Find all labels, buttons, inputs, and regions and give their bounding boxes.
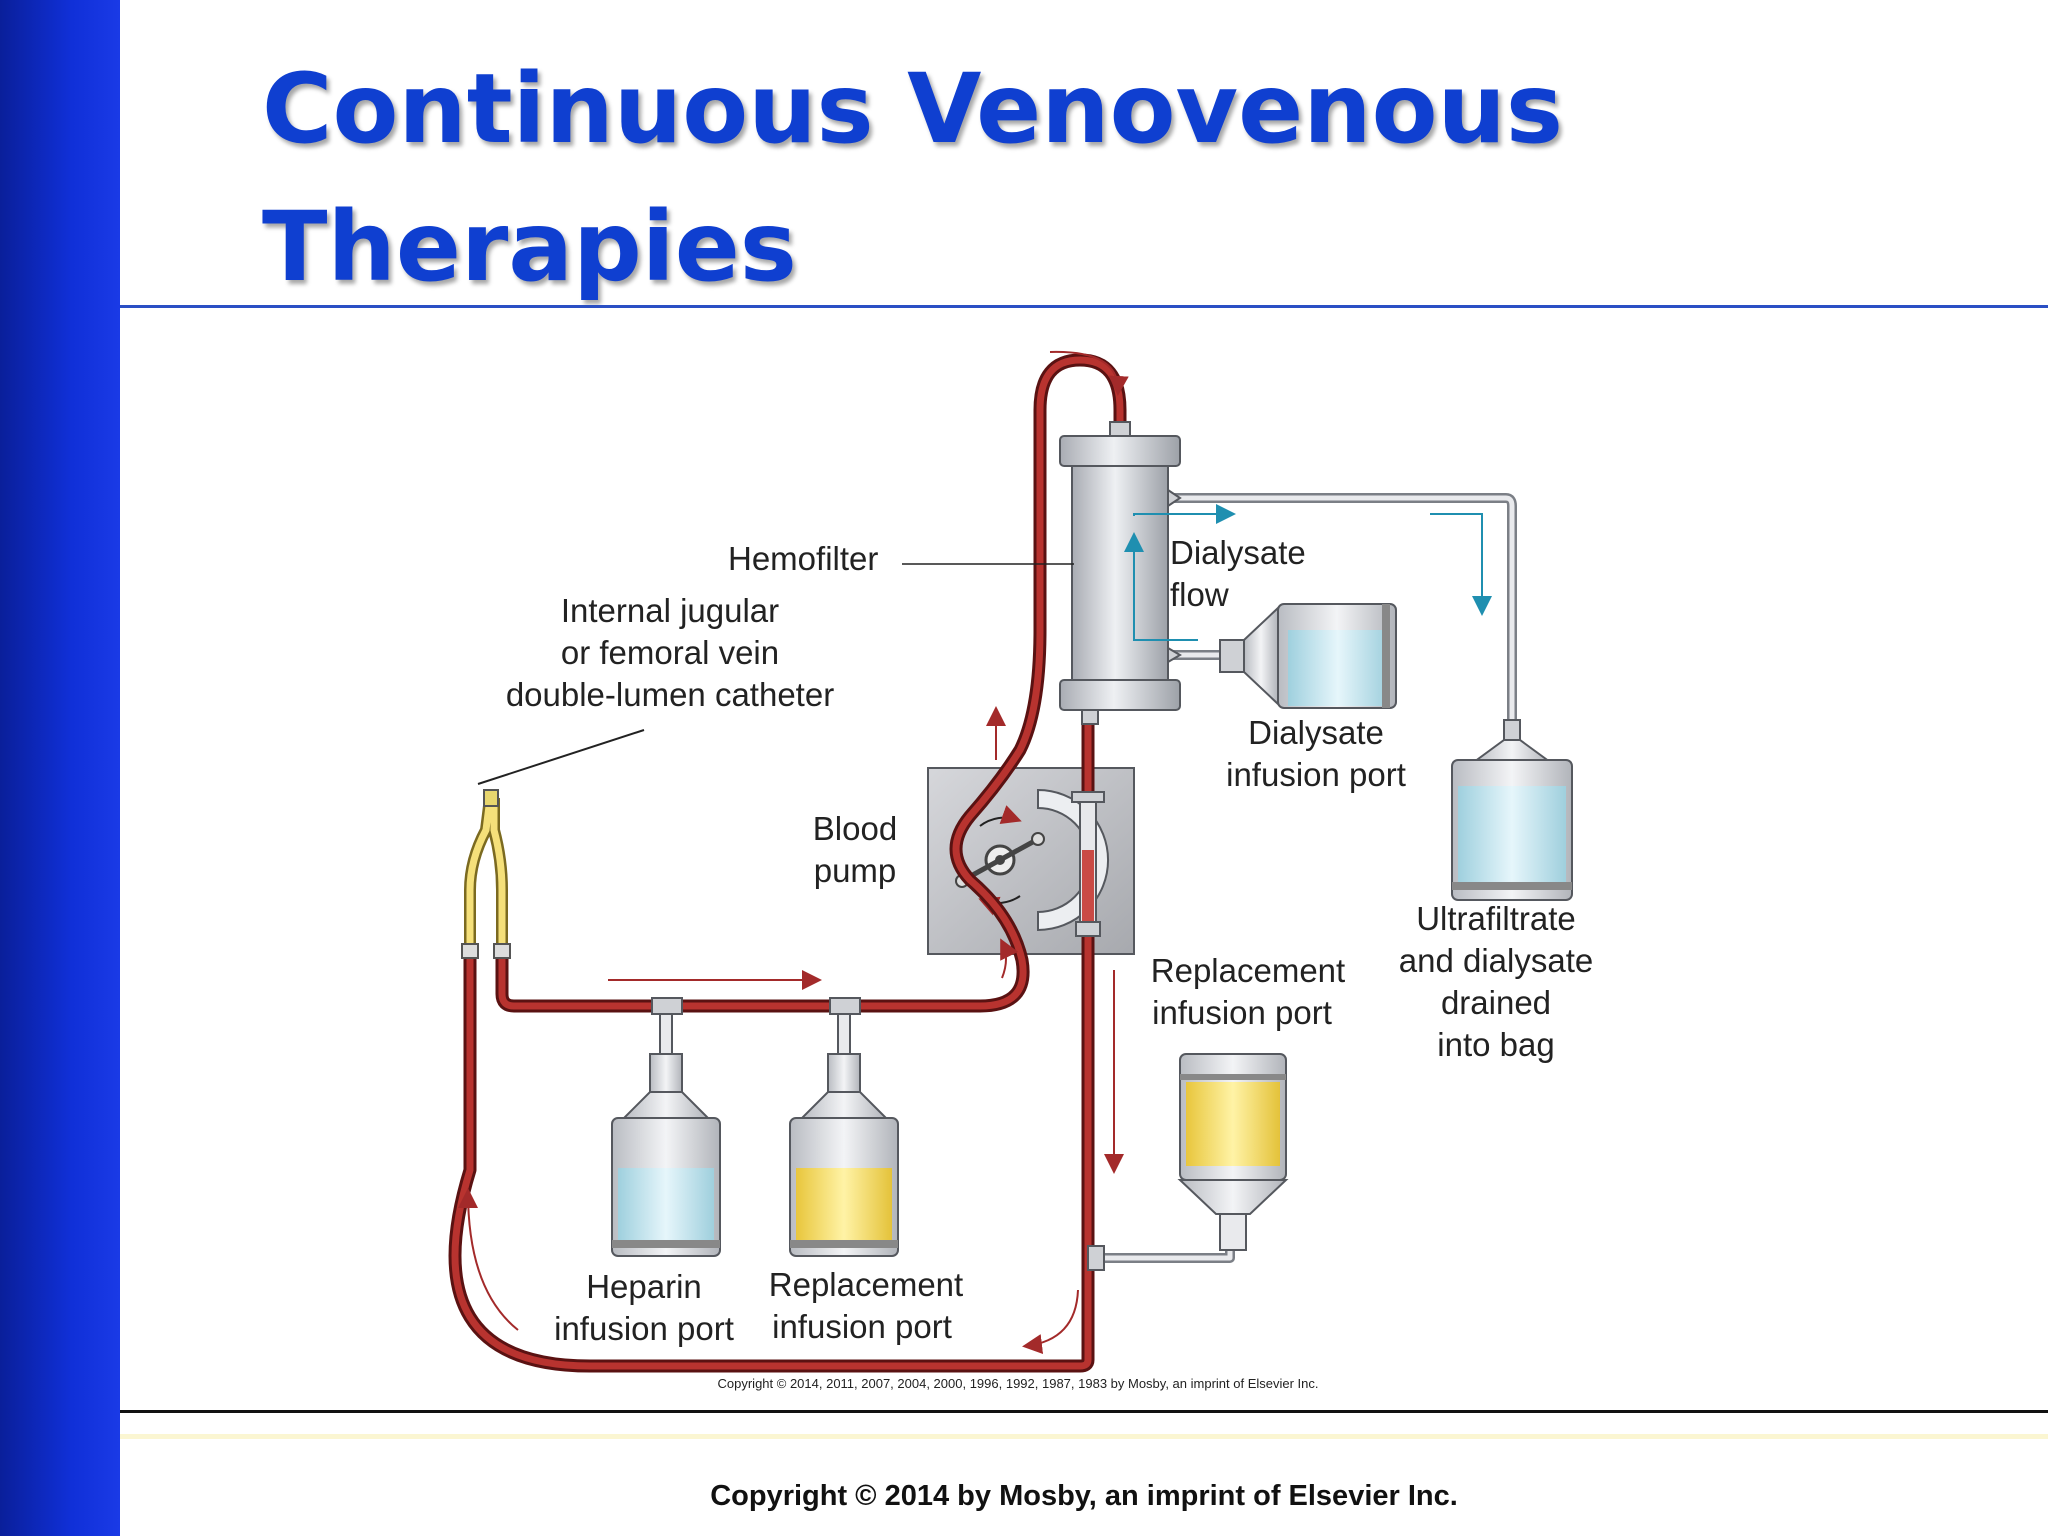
label-blood-pump-line-1: Blood xyxy=(813,810,897,847)
label-heparin-line-1: Heparin xyxy=(586,1268,702,1305)
slide-title: Continuous Venovenous Therapies xyxy=(262,40,1962,316)
label-replacement-right-line-1: Replacement xyxy=(1151,952,1345,989)
dialysate-bag xyxy=(1219,603,1397,709)
label-catheter-line-2: or femoral vein xyxy=(561,634,779,671)
label-heparin-line-2: infusion port xyxy=(554,1310,734,1347)
footer-band xyxy=(120,1434,2048,1439)
label-dialysate-flow-line-1: Dialysate xyxy=(1170,534,1306,571)
dialysate-flow-arrows xyxy=(1124,504,1492,641)
slide-side-bar xyxy=(0,0,120,1536)
slide-title-line-2: Therapies xyxy=(262,191,797,303)
label-replacement-right-line-2: infusion port xyxy=(1152,994,1332,1031)
label-catheter-line-1: Internal jugular xyxy=(561,592,779,629)
label-dialysate-flow-line-2: flow xyxy=(1170,576,1229,613)
slide-title-line-1: Continuous Venovenous xyxy=(262,53,1564,165)
blood-line xyxy=(448,353,1127,1373)
blood-flow-arrows xyxy=(458,350,1129,1355)
replacement-bottle-bottom xyxy=(789,997,899,1257)
title-divider xyxy=(120,305,2048,308)
ultrafiltrate-bag xyxy=(1451,719,1573,901)
label-ultrafiltrate-line-2: and dialysate xyxy=(1399,942,1593,979)
label-replacement-bottom-line-2: infusion port xyxy=(772,1308,952,1345)
label-dialysate-port-line-2: infusion port xyxy=(1226,756,1406,793)
catheter xyxy=(461,789,511,959)
figure-copyright: Copyright © 2014, 2011, 2007, 2004, 2000… xyxy=(718,1376,1319,1391)
replacement-bag-right xyxy=(1177,1053,1289,1251)
label-ultrafiltrate-line-3: drained xyxy=(1441,984,1551,1021)
footer-copyright: Copyright © 2014 by Mosby, an imprint of… xyxy=(710,1480,1458,1512)
return-tee xyxy=(1087,1245,1105,1271)
label-catheter-line-3: double-lumen catheter xyxy=(506,676,834,713)
catheter-leader xyxy=(477,729,645,785)
cvvh-diagram-svg: Hemofilter Internal jugular or femoral v… xyxy=(448,350,1593,1391)
hemofilter xyxy=(1059,421,1182,725)
cvvh-diagram: Hemofilter Internal jugular or femoral v… xyxy=(440,330,1640,1405)
footer-divider xyxy=(120,1410,2048,1413)
label-blood-pump-line-2: pump xyxy=(814,852,897,889)
label-hemofilter: Hemofilter xyxy=(728,540,878,577)
drip-chamber xyxy=(1071,791,1105,937)
label-ultrafiltrate-line-4: into bag xyxy=(1437,1026,1554,1063)
label-replacement-bottom-line-1: Replacement xyxy=(769,1266,963,1303)
label-ultrafiltrate-line-1: Ultrafiltrate xyxy=(1416,900,1576,937)
label-dialysate-port-line-1: Dialysate xyxy=(1248,714,1384,751)
heparin-bottle xyxy=(611,997,721,1257)
